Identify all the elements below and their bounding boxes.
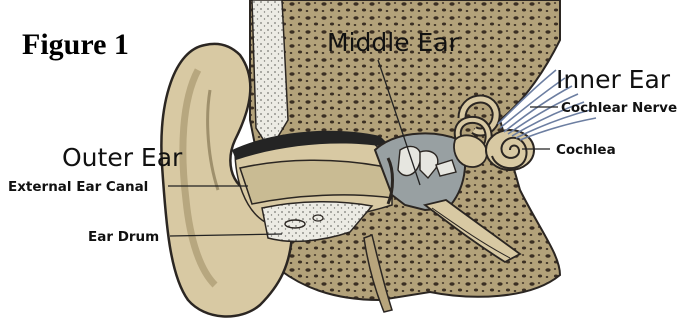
bone-column	[252, 0, 288, 150]
label-inner-ear: Inner Ear	[556, 65, 671, 94]
label-cochlea: Cochlea	[556, 142, 616, 158]
cochlea-spiral	[486, 130, 534, 170]
label-middle-ear: Middle Ear	[327, 28, 460, 57]
label-outer-ear: Outer Ear	[62, 143, 183, 172]
label-ear-drum: Ear Drum	[88, 229, 159, 245]
label-external-ear-canal: External Ear Canal	[8, 179, 148, 195]
figure-title: Figure 1	[22, 28, 129, 61]
label-cochlear-nerve: Cochlear Nerve	[561, 100, 677, 116]
